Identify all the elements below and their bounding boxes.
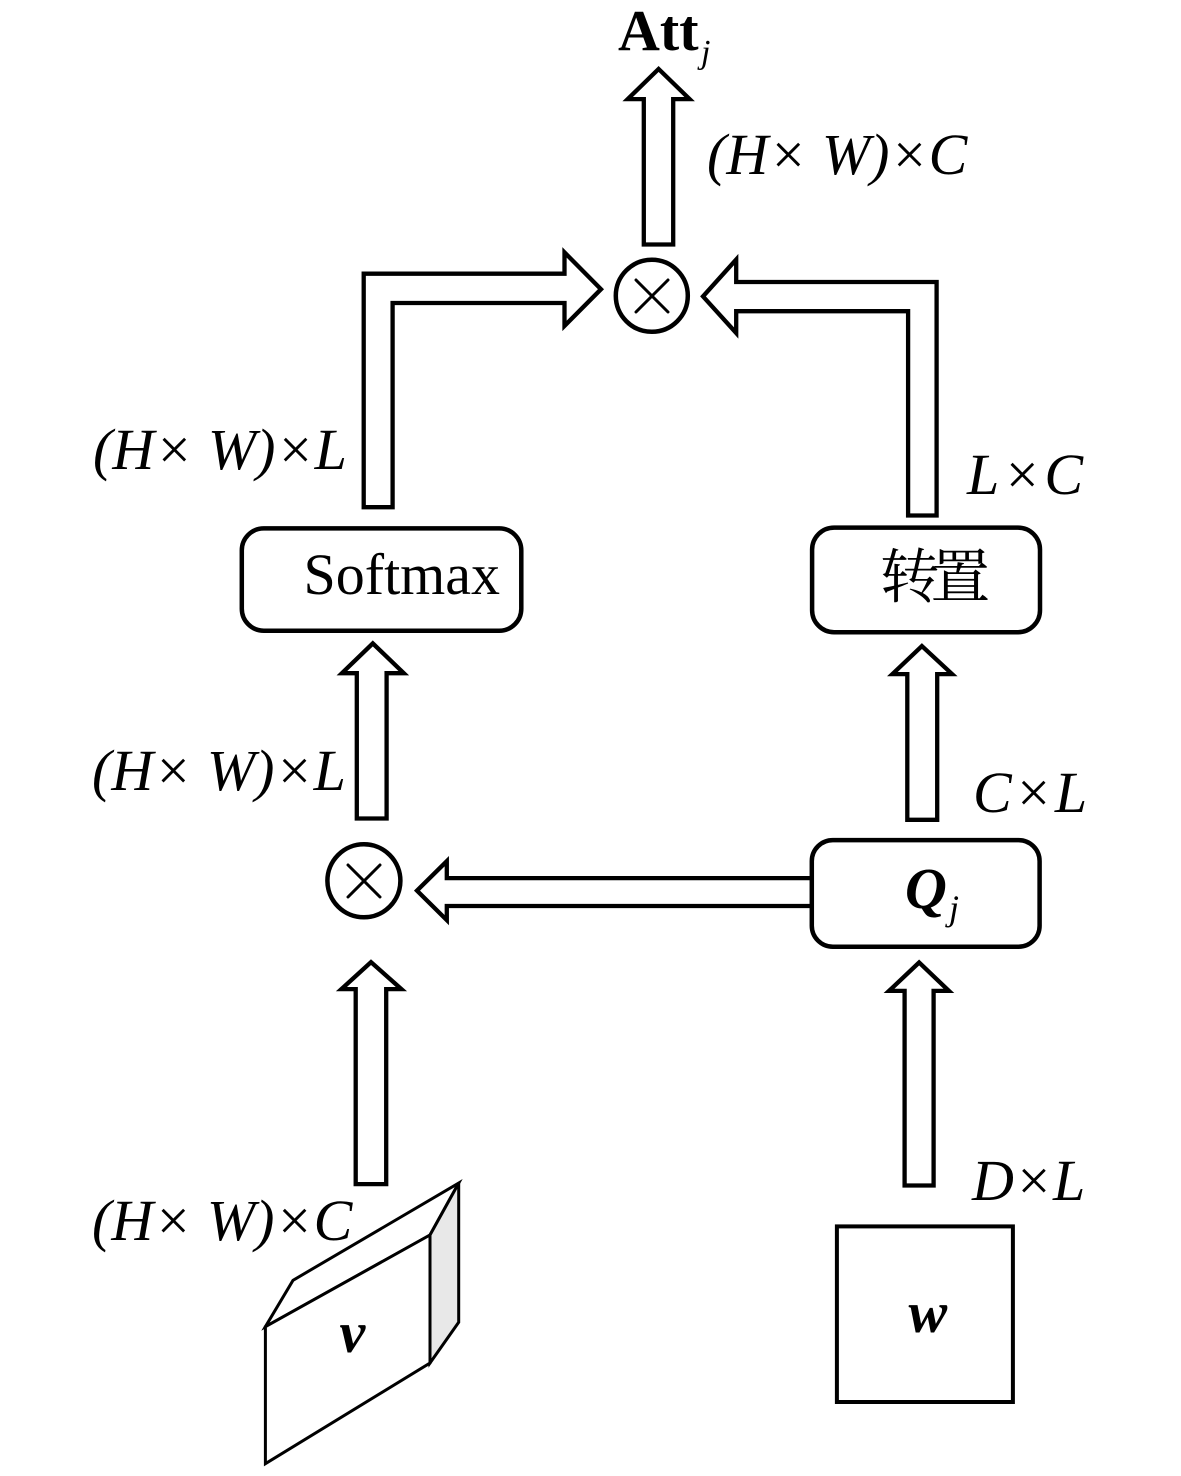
svg-text:w: w	[909, 1280, 948, 1345]
svg-text:(H× W)×L: (H× W)×L	[92, 738, 346, 803]
svg-text:L×C: L×C	[966, 442, 1086, 507]
svg-text:(H× W)×C: (H× W)×C	[707, 122, 969, 187]
svg-text:j: j	[945, 888, 959, 928]
svg-text:Att: Att	[618, 0, 699, 63]
svg-text:Softmax: Softmax	[304, 542, 501, 607]
svg-text:(H× W)×L: (H× W)×L	[93, 417, 347, 482]
svg-text:C×L: C×L	[973, 760, 1089, 825]
svg-text:Q: Q	[905, 856, 947, 921]
svg-text:(H× W)×C: (H× W)×C	[92, 1188, 354, 1253]
svg-text:D×L: D×L	[971, 1148, 1085, 1213]
svg-text:j: j	[697, 34, 710, 71]
svg-text:v: v	[340, 1300, 367, 1365]
